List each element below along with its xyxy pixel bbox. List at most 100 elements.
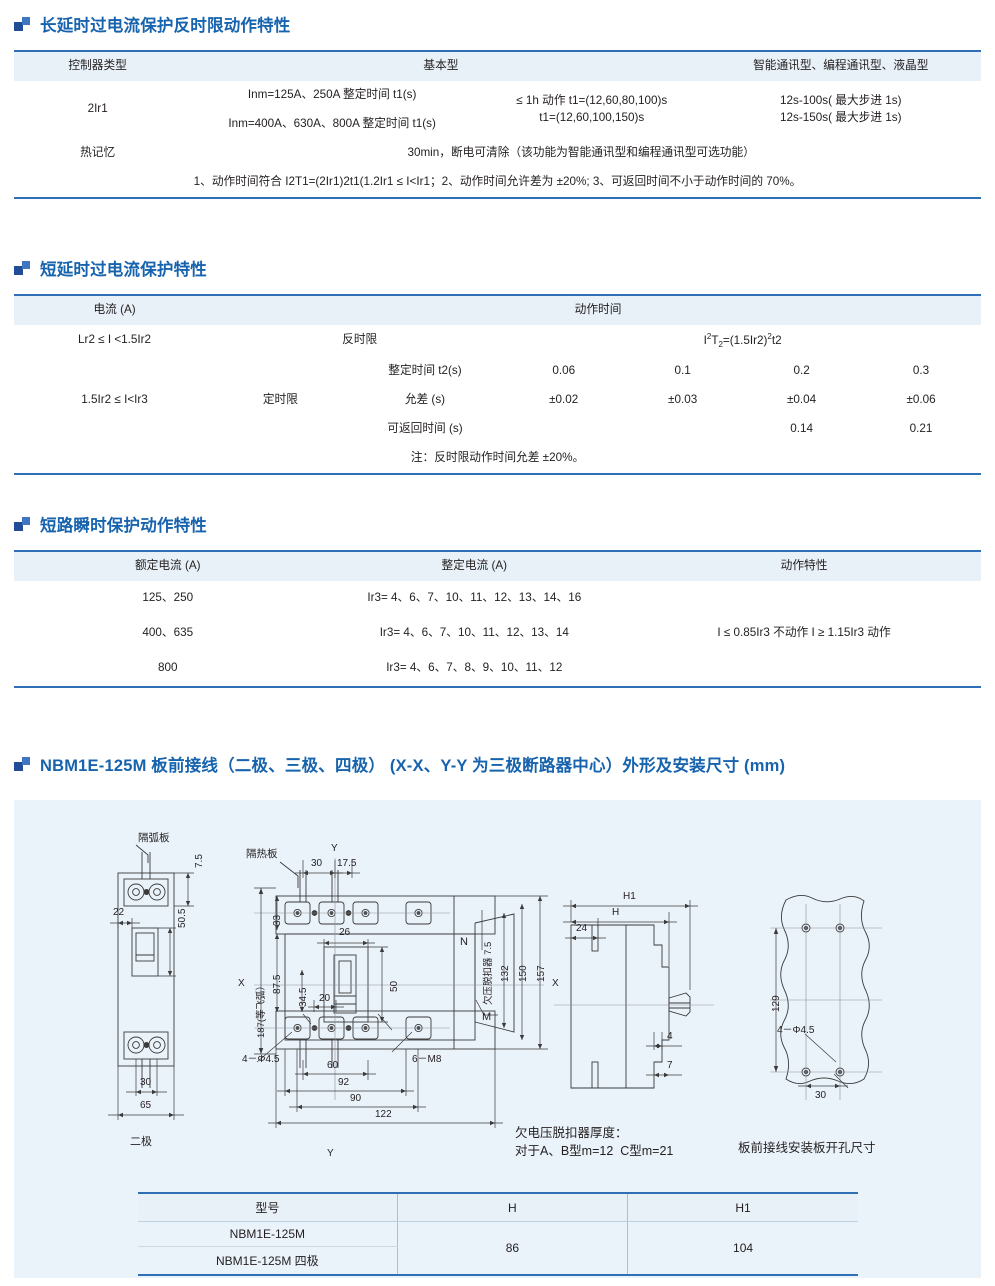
label-m-thickness: M: [482, 1011, 492, 1023]
cell-inm-400-630-800: Inm=400A、630A、800A 整定时间 t1(s): [228, 116, 436, 130]
caption-undervoltage-thickness: 欠电压脱扣器厚度： 对于A、B型m=12 C型m=21: [515, 1126, 674, 1159]
cell-current-range-1: Lr2 ≤ I <1.5Ir2: [78, 333, 152, 347]
axis-label-y-top: Y: [331, 843, 338, 854]
table-note-row: 1、动作时间符合 I2T1=(2Ir1)2t1(1.2Ir1 ≤ I<Ir1；2…: [14, 168, 981, 198]
cell-model-name: NBM1E-125M: [138, 1221, 398, 1247]
table-row: 可返回时间 (s) 0.14 0.21: [14, 415, 981, 444]
dim-front-92: 92: [338, 1077, 350, 1088]
table-row: 1.5Ir2 ≤ I<Ir3 定时限 整定时间 t2(s) 0.06 0.1 0…: [14, 357, 981, 406]
table-instantaneous: 额定电流 (A) 整定电流 (A) 动作特性 125、250 Ir3= 4、6、…: [14, 550, 981, 688]
square-bullet-icon: [14, 260, 31, 276]
label-holes-4-phi4-5: 4－Φ4.5: [242, 1054, 280, 1065]
cell-param-label-reset-time: 可返回时间 (s): [387, 421, 463, 435]
formula-paren: =(1.5Ir2): [722, 333, 768, 347]
cell-value: 0.3: [912, 363, 930, 377]
dim-front-33: 33: [272, 914, 283, 926]
dim-side-h1: H1: [623, 891, 636, 902]
table-short-delay: 电流 (A) 动作时间 Lr2 ≤ I <1.5Ir2 反时限 I2T2=(1.…: [14, 294, 981, 475]
technical-drawing-svg: [108, 844, 882, 1128]
cell-action-characteristic: I ≤ 0.85Ir3 不动作 I ≥ 1.15Ir3 动作: [717, 625, 891, 639]
cell-i2t2-formula: I2T2=(1.5Ir2)2t2: [504, 325, 981, 357]
cell-row-label-2ir1: 2Ir1: [87, 102, 108, 116]
col-header-controller-type: 控制器类型: [14, 51, 182, 81]
label-arc-barrier: 隔弧板: [138, 832, 170, 844]
dim-plate-30: 30: [815, 1090, 827, 1101]
col-header-operating-time: 动作时间: [215, 295, 981, 325]
dim-front-60: 60: [327, 1060, 339, 1071]
dim-front-90: 90: [350, 1093, 362, 1104]
table-row: Lr2 ≤ I <1.5Ir2 反时限 I2T2=(1.5Ir2)2t2: [14, 325, 981, 357]
dim-side-24: 24: [576, 923, 588, 934]
cell-basic-value: ≤ 1h 动作 t1=(12,60,80,100)s t1=(12,60,100…: [516, 93, 668, 124]
table-row: 热记忆 30min，断电可清除（该功能为智能通讯型和编程通讯型可选功能）: [14, 139, 981, 168]
formula-sup-2b: 2: [767, 331, 772, 341]
section-4-title: NBM1E-125M 板前接线（二极、三极、四极） (X-X、Y-Y 为三极断路…: [40, 757, 786, 775]
dim-side-4: 4: [667, 1031, 673, 1042]
cell-inm-125-250: Inm=125A、250A 整定时间 t1(s): [247, 87, 417, 101]
table-long-delay: 控制器类型 基本型 智能通讯型、编程通讯型、液晶型 2Ir1 Inm=125A、…: [14, 50, 981, 199]
table-row: 800 Ir3= 4、6、7、8、9、10、11、12: [14, 651, 981, 687]
cell-value: 0.06: [552, 363, 576, 377]
dim-front-122: 122: [375, 1109, 392, 1120]
cell-rated-current: 125、250: [142, 590, 194, 604]
cell-setting-current: Ir3= 4、6、7、10、11、12、13、14: [379, 625, 569, 639]
note-long-delay: 1、动作时间符合 I2T1=(2Ir1)2t1(1.2Ir1 ≤ I<Ir1；2…: [193, 174, 802, 188]
cell-value: ±0.02: [549, 392, 579, 406]
section-2-title: 短延时过电流保护特性: [40, 261, 207, 279]
table-row: 400、635 Ir3= 4、6、7、10、11、12、13、14: [14, 616, 981, 651]
cell-current-range-2: 1.5Ir2 ≤ I<Ir3: [81, 392, 148, 406]
dim-front-157: 157: [536, 965, 547, 982]
section-3-heading: 短路瞬时保护动作特性: [14, 512, 981, 536]
table-row: 控制器类型 基本型 智能通讯型、编程通讯型、液晶型: [14, 51, 981, 81]
dim-front-20: 20: [319, 993, 331, 1004]
table-note-row: 注：反时限动作时间允差 ±20%。: [14, 444, 981, 474]
cell-value: 0.1: [674, 363, 691, 377]
dim-two-pole-30: 30: [140, 1077, 152, 1088]
label-heat-barrier: 隔热板: [246, 848, 278, 860]
col-header-basic-type: 基本型: [181, 51, 701, 81]
section-1-title: 长延时过电流保护反时限动作特性: [40, 17, 291, 35]
dim-front-34-5: 34.5: [298, 987, 309, 1007]
cell-value: 0.2: [793, 363, 810, 377]
section-4-heading: NBM1E-125M 板前接线（二极、三极、四极） (X-X、Y-Y 为三极断路…: [14, 752, 981, 776]
dim-two-pole-65: 65: [140, 1100, 152, 1111]
cell-value: [504, 415, 623, 444]
formula-i: I: [703, 333, 707, 347]
cell-setting-current: Ir3= 4、6、7、8、9、10、11、12: [386, 660, 563, 674]
cell-value: ±0.04: [786, 392, 817, 406]
square-bullet-icon: [14, 756, 31, 772]
cell-rated-current: 800: [157, 660, 178, 674]
cell-param-label-t2: 整定时间 t2(s): [388, 363, 462, 377]
col-header-characteristic: 动作特性: [627, 551, 981, 581]
section-1: 长延时过电流保护反时限动作特性 控制器类型 基本型 智能通讯型、编程通讯型、液晶…: [14, 12, 981, 199]
axis-label-y-bottom: Y: [327, 1148, 334, 1159]
cell-model-name: NBM1E-125M 四极: [215, 1254, 319, 1268]
table-model-dimensions: 型号 H H1 NBM1E-125M 86 104 NBM1E-125M 四极: [138, 1192, 858, 1276]
table-row: 2Ir1 Inm=125A、250A 整定时间 t1(s) ≤ 1h 动作 t1…: [14, 81, 981, 124]
cell-definite-time: 定时限: [262, 392, 298, 406]
note-short-delay: 注：反时限动作时间允差 ±20%。: [410, 450, 585, 464]
dim-side-h: H: [612, 907, 620, 918]
dim-front-undervoltage-7-5: 欠压脱扣器 7.5: [483, 941, 494, 1005]
square-bullet-icon: [14, 16, 31, 32]
dim-front-150: 150: [518, 965, 529, 982]
formula-sub-2: 2: [718, 340, 723, 350]
dim-front-187: 187(等飞弧）: [256, 980, 267, 1038]
section-1-heading: 长延时过电流保护反时限动作特性: [14, 12, 981, 36]
section-2-heading: 短延时过电流保护特性: [14, 256, 981, 280]
cell-param-label-tolerance: 允差 (s): [404, 392, 446, 406]
col-header-smart-type: 智能通讯型、编程通讯型、液晶型: [700, 51, 981, 81]
label-holes-6-m8: 6－M8: [412, 1054, 442, 1065]
formula-sup-2: 2: [706, 331, 712, 341]
dim-two-pole-7-5: 7.5: [194, 854, 205, 868]
dim-side-7: 7: [667, 1060, 673, 1071]
dim-two-pole-22: 22: [113, 907, 125, 918]
square-bullet-icon: [14, 516, 31, 532]
section-3: 短路瞬时保护动作特性 额定电流 (A) 整定电流 (A) 动作特性 125、25…: [14, 512, 981, 688]
axis-label-x-left: X: [238, 978, 245, 989]
dim-front-17-5: 17.5: [337, 858, 357, 869]
table-row: 电流 (A) 动作时间: [14, 295, 981, 325]
cell-value: ±0.06: [906, 392, 936, 406]
table-row: 型号 H H1: [138, 1193, 858, 1222]
